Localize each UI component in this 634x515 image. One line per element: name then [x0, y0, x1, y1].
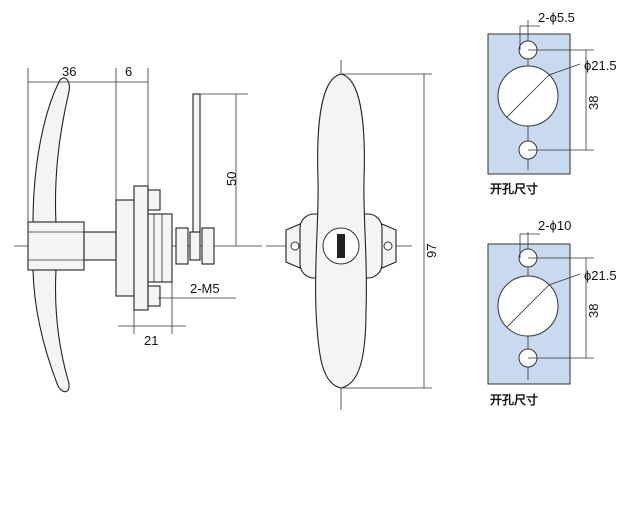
cutout-a-large-hole-label: ϕ21.5 — [584, 58, 617, 73]
nut-2 — [189, 231, 201, 261]
cutout-b-spacing: 38 — [586, 304, 601, 318]
key-slot — [337, 234, 345, 258]
cam-bar — [192, 93, 201, 233]
flange — [133, 185, 149, 311]
cutout-b-large-hole-label: ϕ21.5 — [584, 268, 617, 283]
left-ear-hole — [290, 241, 300, 251]
cutout-a-spacing: 38 — [586, 96, 601, 110]
right-ear-hole — [383, 241, 393, 251]
handle-blade-top — [32, 77, 70, 225]
screw-top — [147, 189, 161, 211]
cutout-a-caption: 开孔尺寸 — [490, 181, 538, 196]
dim-height: 97 — [424, 244, 439, 258]
nut-1 — [175, 227, 189, 265]
cutout-b-caption: 开孔尺寸 — [490, 392, 538, 407]
cutout-b: 2-ϕ10 ϕ21.5 38 开孔尺寸 — [487, 218, 617, 407]
dim-body: 21 — [144, 333, 158, 348]
cutout-b-small-holes: 2-ϕ10 — [538, 218, 571, 233]
dim-flange: 6 — [125, 64, 132, 79]
front-view: 97 — [266, 60, 439, 410]
cutout-a-small-holes: 2-ϕ5.5 — [538, 10, 575, 25]
screw-label: 2-M5 — [190, 281, 220, 296]
rear-housing — [147, 213, 173, 283]
handle-blade-bottom — [32, 269, 70, 393]
handle-hub — [27, 221, 85, 271]
screw-bottom — [147, 285, 161, 307]
side-view: 36 6 50 21 2-M5 — [14, 64, 262, 393]
dim-cam-length: 50 — [224, 172, 239, 186]
shaft — [83, 231, 117, 261]
dim-handle-depth: 36 — [62, 64, 76, 79]
cutout-a: 2-ϕ5.5 ϕ21.5 38 开孔尺寸 — [487, 10, 617, 196]
nut-3 — [201, 227, 215, 265]
